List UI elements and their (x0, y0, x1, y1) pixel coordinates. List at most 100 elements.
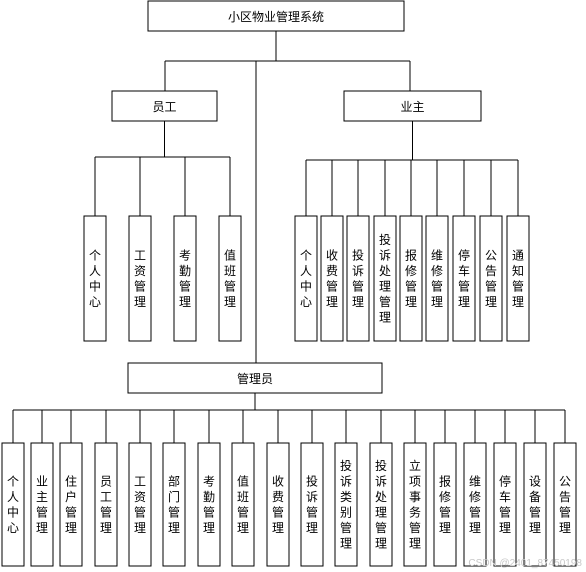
owner-leaf: 公告管理 (479, 215, 503, 342)
admin-leaf: 立项事务管理 (403, 442, 427, 567)
employee-node-box (111, 90, 218, 122)
admin-leaf-box (1, 442, 25, 567)
employee-leaf: 值班管理 (218, 215, 242, 342)
admin-leaf-label: 维修管理 (469, 475, 481, 536)
owner-leaf-label: 收费管理 (326, 249, 338, 310)
admin-leaf: 设备管理 (523, 442, 547, 567)
admin-leaf-label: 考勤管理 (203, 475, 215, 536)
employee-leaf-label: 考勤管理 (179, 249, 191, 310)
admin-leaf: 考勤管理 (197, 442, 221, 567)
employee-node-label: 员工 (152, 100, 176, 114)
admin-leaf-label: 停车管理 (499, 474, 511, 536)
owner-leaf-box (399, 215, 423, 342)
admin-leaf-label: 住户管理 (65, 475, 77, 536)
owner-leaf: 个人中心 (294, 215, 318, 342)
employee-leaf-label: 工资管理 (134, 249, 146, 310)
admin-leaf-box (493, 442, 517, 567)
owner-leaf-label: 个人中心 (300, 249, 312, 310)
admin-leaf-box (231, 442, 255, 567)
admin-leaf-label: 工资管理 (134, 475, 146, 536)
admin-leaf-label: 公告管理 (559, 475, 571, 536)
admin-leaf: 投诉处理管理 (369, 442, 393, 567)
owner-leaf-label: 停车管理 (458, 248, 470, 310)
employee-leaf: 考勤管理 (173, 215, 197, 342)
owner-leaf-box (452, 215, 476, 342)
admin-node: 管理员 (127, 362, 383, 394)
admin-node-label: 管理员 (237, 371, 273, 386)
employee-leaf: 个人中心 (83, 215, 107, 342)
root-node-box (147, 0, 405, 32)
owner-leaf-box (479, 215, 503, 342)
admin-leaf: 工资管理 (128, 442, 152, 567)
admin-leaf-box (463, 442, 487, 567)
owner-leaf: 维修管理 (425, 215, 449, 342)
admin-leaf: 住户管理 (59, 442, 83, 567)
owner-leaf-label: 公告管理 (485, 249, 497, 310)
owner-leaf-box (346, 215, 370, 342)
admin-node-box (127, 362, 383, 394)
admin-leaf-box (334, 442, 358, 567)
owner-leaf-label: 投诉管理 (352, 248, 364, 310)
admin-leaf-label: 投诉类别管理 (340, 458, 352, 551)
admin-leaf: 公告管理 (553, 442, 577, 567)
admin-leaf-box (433, 442, 457, 567)
owner-leaf: 报修管理 (399, 215, 423, 342)
owner-leaf-box (294, 215, 318, 342)
admin-leaf-label: 值班管理 (237, 474, 249, 536)
watermark: CSDN @2401_87450198 (468, 558, 582, 569)
admin-leaf-label: 报修管理 (439, 474, 451, 536)
admin-leaf-box (162, 442, 186, 567)
admin-leaf: 维修管理 (463, 442, 487, 567)
employee-leaf-label: 值班管理 (224, 248, 236, 310)
owner-leaf: 投诉管理 (346, 215, 370, 342)
admin-leaf: 员工管理 (94, 442, 118, 567)
admin-leaf-box (403, 442, 427, 567)
owner-leaf-box (506, 215, 530, 342)
owner-leaf: 投诉处理管理 (373, 215, 397, 342)
admin-leaf: 部门管理 (162, 442, 186, 567)
employee-node: 员工 (111, 90, 218, 122)
admin-leaf-label: 立项事务管理 (409, 458, 421, 551)
owner-leaf-label: 投诉处理管理 (379, 232, 391, 325)
owner-leaf: 停车管理 (452, 215, 476, 342)
admin-leaf: 收费管理 (266, 442, 290, 567)
admin-leaf-label: 设备管理 (529, 475, 541, 536)
employee-leaf-box (218, 215, 242, 342)
owner-leaf-label: 通知管理 (512, 249, 524, 310)
admin-leaf-label: 员工管理 (100, 475, 112, 536)
admin-leaf-box (523, 442, 547, 567)
admin-leaf-label: 部门管理 (168, 474, 180, 536)
admin-leaf-label: 投诉处理管理 (375, 458, 387, 551)
root-node-label: 小区物业管理系统 (228, 9, 324, 24)
admin-leaf: 报修管理 (433, 442, 457, 567)
owner-leaf-box (320, 215, 344, 342)
admin-leaf: 停车管理 (493, 442, 517, 567)
admin-leaf-box (128, 442, 152, 567)
employee-leaf: 工资管理 (128, 215, 152, 342)
admin-leaf-box (266, 442, 290, 567)
employee-leaf-box (128, 215, 152, 342)
owner-leaf-label: 报修管理 (405, 248, 417, 310)
employee-leaf-label: 个人中心 (89, 249, 101, 310)
employee-leaf-box (83, 215, 107, 342)
owner-leaf-box (425, 215, 449, 342)
employee-leaf-box (173, 215, 197, 342)
admin-leaf: 业主管理 (30, 442, 54, 567)
admin-leaf-box (553, 442, 577, 567)
admin-leaf-box (300, 442, 324, 567)
admin-leaf-box (94, 442, 118, 567)
root-node: 小区物业管理系统 (147, 0, 405, 32)
admin-leaf-label: 投诉管理 (306, 474, 318, 536)
employee-children: 个人中心 工资管理 考勤管理 值班管理 (83, 215, 242, 342)
admin-leaf-label: 个人中心 (7, 475, 19, 536)
owner-node: 业主 (343, 90, 482, 122)
admin-leaf: 值班管理 (231, 442, 255, 567)
owner-node-label: 业主 (400, 100, 424, 114)
owner-leaf-box (373, 215, 397, 342)
owner-children: 个人中心 收费管理 投诉管理 投诉处理管理 报修管理 维修管理 停车管理 公告管理 通知管理 (294, 215, 530, 342)
owner-leaf-label: 维修管理 (431, 249, 443, 310)
admin-leaf-box (59, 442, 83, 567)
admin-leaf-box (369, 442, 393, 567)
